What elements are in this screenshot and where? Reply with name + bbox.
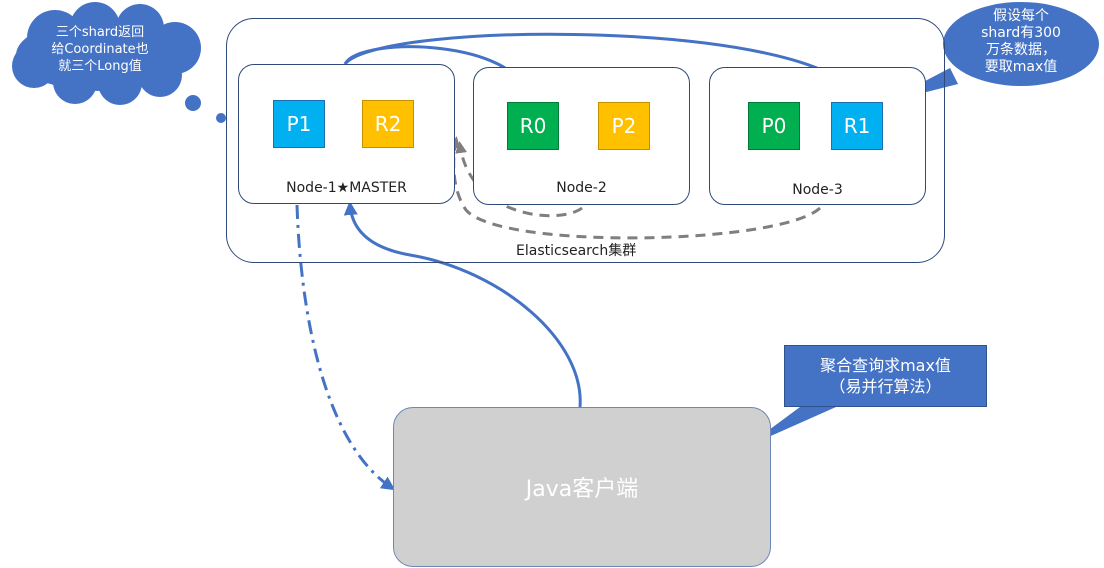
result-arrow-to-client bbox=[295, 204, 396, 491]
node-3-box: P0 R1 Node-3 bbox=[709, 67, 926, 205]
elasticsearch-cluster bbox=[226, 18, 945, 263]
client-request-arrow bbox=[343, 201, 582, 408]
cluster-label: Elasticsearch集群 bbox=[516, 243, 637, 259]
java-client-label: Java客户端 bbox=[525, 477, 639, 502]
java-client-box: Java客户端 bbox=[393, 407, 771, 567]
client-callout-box: 聚合查询求max值 （易并行算法） bbox=[784, 345, 987, 407]
shard-r0: R0 bbox=[507, 102, 559, 150]
top-callout-bubble bbox=[943, 2, 1099, 86]
node-3-label: Node-3 bbox=[792, 182, 843, 198]
node-1-box: P1 R2 Node-1★MASTER bbox=[238, 64, 455, 204]
cloud-note-text: 三个shard返回 给Coordinate也 就三个Long值 bbox=[51, 25, 149, 74]
client-callout-text: 聚合查询求max值 （易并行算法） bbox=[820, 356, 951, 396]
shard-r2: R2 bbox=[362, 100, 414, 148]
shard-r1: R1 bbox=[831, 102, 883, 150]
node-2-box: R0 P2 Node-2 bbox=[473, 67, 690, 205]
shard-p1: P1 bbox=[273, 100, 325, 148]
thought-cloud-icon bbox=[12, 2, 245, 132]
shard-p0: P0 bbox=[748, 102, 800, 150]
node-1-label: Node-1★MASTER bbox=[286, 180, 407, 196]
shard-p2: P2 bbox=[598, 102, 650, 150]
node-2-label: Node-2 bbox=[556, 180, 607, 196]
top-callout-text: 假设每个 shard有300 万条数据， 要取max值 bbox=[981, 8, 1061, 75]
